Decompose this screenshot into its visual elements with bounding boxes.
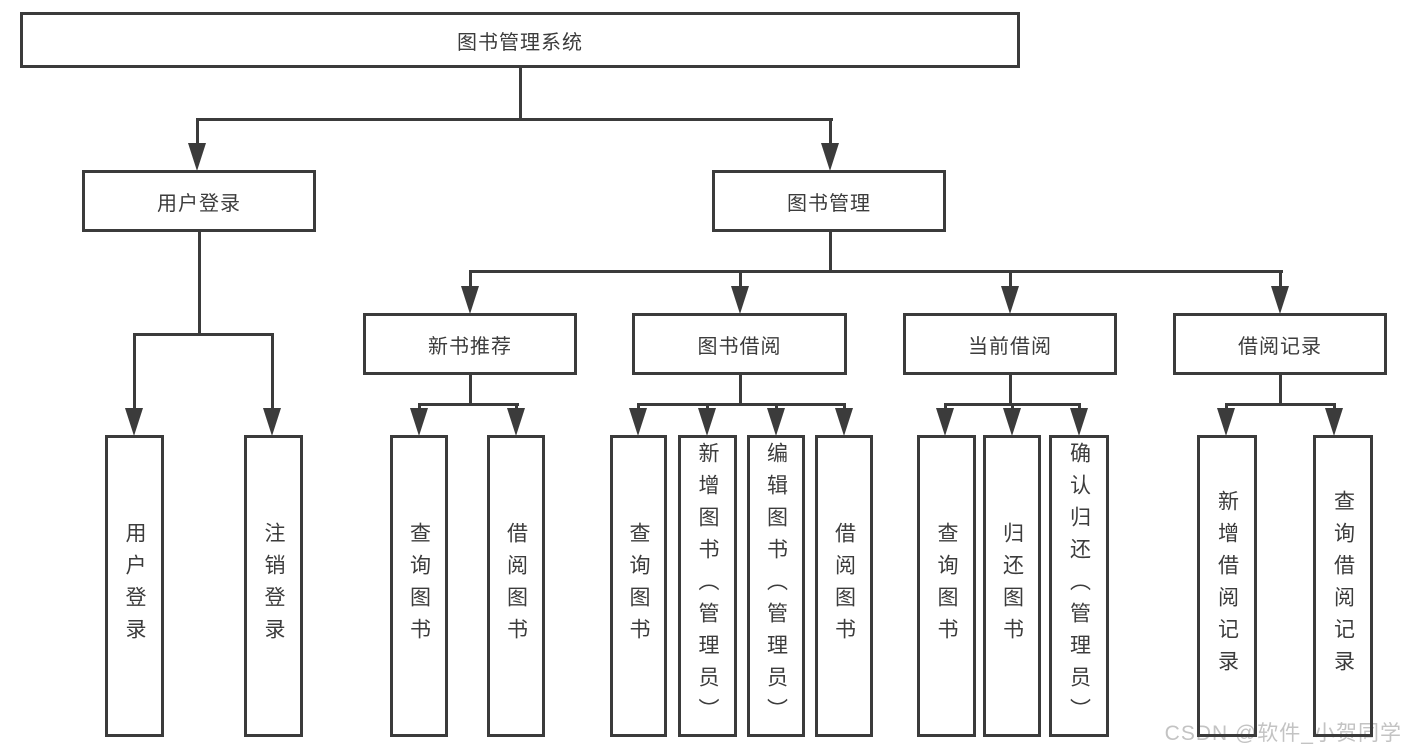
connector-line [271, 333, 274, 411]
leaf-confirm-return-admin: 确认归还（管理员） [1049, 435, 1109, 737]
connector-line [829, 118, 832, 146]
arrowhead-down-icon [1003, 408, 1021, 436]
arrowhead-down-icon [125, 408, 143, 436]
connector-line [133, 333, 274, 336]
leaf-logout: 注销登录 [244, 435, 303, 737]
connector-line [944, 403, 947, 412]
arrowhead-down-icon [629, 408, 647, 436]
leaf-borrow-books: 借阅图书 [487, 435, 545, 737]
arrowhead-down-icon [936, 408, 954, 436]
arrowhead-down-icon [1217, 408, 1235, 436]
connector-line [469, 270, 1283, 273]
connector-line [706, 403, 709, 412]
arrowhead-down-icon [1271, 286, 1289, 314]
connector-line [1225, 403, 1228, 412]
connector-line [1279, 372, 1282, 406]
csdn-watermark: CSDN @软件_小贺同学 [1164, 722, 1402, 745]
connector-line [198, 230, 201, 335]
arrowhead-down-icon [461, 286, 479, 314]
connector-line [637, 403, 846, 406]
connector-line [196, 118, 199, 146]
leaf-borrow-books: 借阅图书 [815, 435, 873, 737]
connector-line [196, 118, 833, 121]
connector-line [1009, 372, 1012, 406]
node-borrowing-records: 借阅记录 [1173, 313, 1387, 375]
arrowhead-down-icon [767, 408, 785, 436]
arrowhead-down-icon [1001, 286, 1019, 314]
arrowhead-down-icon [821, 143, 839, 171]
node-user-login: 用户登录 [82, 170, 316, 232]
connector-line [843, 403, 846, 412]
leaf-return-books: 归还图书 [983, 435, 1041, 737]
arrowhead-down-icon [698, 408, 716, 436]
connector-line [519, 68, 522, 121]
connector-line [739, 270, 742, 289]
arrowhead-down-icon [835, 408, 853, 436]
node-root-library-management-system: 图书管理系统 [20, 12, 1020, 68]
connector-line [469, 372, 472, 406]
connector-line [637, 403, 640, 412]
arrowhead-down-icon [188, 143, 206, 171]
leaf-query-books: 查询图书 [610, 435, 667, 737]
connector-line [1279, 270, 1282, 289]
connector-line [469, 270, 472, 289]
connector-line [1009, 270, 1012, 289]
connector-line [418, 403, 519, 406]
connector-line [1333, 403, 1336, 412]
arrowhead-down-icon [410, 408, 428, 436]
leaf-query-books: 查询图书 [917, 435, 976, 737]
node-current-borrowing: 当前借阅 [903, 313, 1117, 375]
connector-line [1011, 403, 1014, 412]
leaf-edit-book-admin: 编辑图书（管理员） [747, 435, 805, 737]
connector-line [418, 403, 421, 412]
arrowhead-down-icon [507, 408, 525, 436]
leaf-add-book-admin: 新增图书（管理员） [678, 435, 737, 737]
node-book-borrowing: 图书借阅 [632, 313, 847, 375]
connector-line [133, 333, 136, 411]
connector-line [515, 403, 518, 412]
leaf-query-borrow-record: 查询借阅记录 [1313, 435, 1373, 737]
connector-line [1078, 403, 1081, 412]
node-book-management: 图书管理 [712, 170, 946, 232]
connector-line [1225, 403, 1336, 406]
node-new-book-recommendation: 新书推荐 [363, 313, 577, 375]
connector-line [739, 372, 742, 406]
arrowhead-down-icon [731, 286, 749, 314]
leaf-add-borrow-record: 新增借阅记录 [1197, 435, 1257, 737]
connector-line [775, 403, 778, 412]
arrowhead-down-icon [263, 408, 281, 436]
leaf-user-login: 用户登录 [105, 435, 164, 737]
leaf-query-books: 查询图书 [390, 435, 448, 737]
connector-line [829, 230, 832, 273]
arrowhead-down-icon [1325, 408, 1343, 436]
arrowhead-down-icon [1070, 408, 1088, 436]
